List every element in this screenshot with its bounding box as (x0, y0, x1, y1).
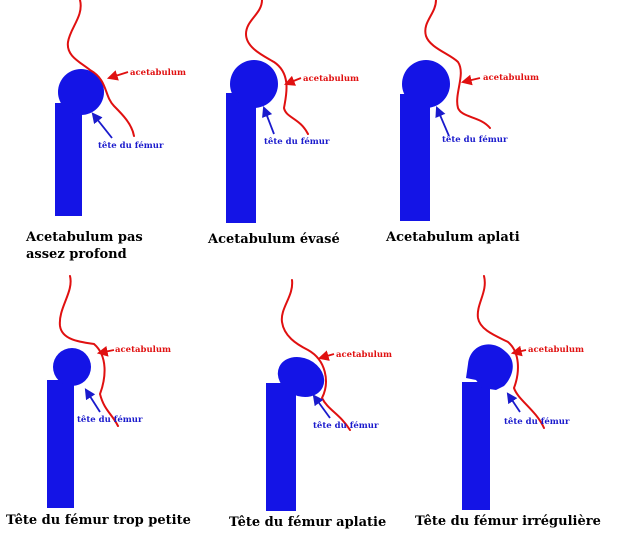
caption-panel-5: Tête du fémur aplatie (229, 514, 386, 531)
caption-line: Tête du fémur irrégulière (415, 514, 601, 529)
panel-5: acetabulum tête du fémur (266, 279, 392, 511)
caption-panel-6: Tête du fémur irrégulière (415, 513, 601, 530)
acetabulum-curve (58, 275, 119, 427)
acetabulum-pointer (106, 70, 129, 81)
acetabulum-pointer (283, 75, 302, 86)
femur-head (58, 69, 104, 115)
panel-4: acetabulum tête du fémur (47, 275, 171, 508)
acetabulum-label: acetabulum (303, 74, 359, 84)
femur-head (53, 348, 91, 386)
acetabulum-pointer (460, 74, 481, 86)
head-label: tête du fémur (313, 420, 379, 431)
femur-shaft (462, 382, 490, 510)
head-pointer (312, 394, 331, 419)
head-pointer (84, 388, 101, 413)
caption-line: Acetabulum pas (26, 230, 143, 245)
panel-1: acetabulum tête du fémur (55, 0, 186, 216)
acetabulum-curve (476, 275, 545, 429)
acetabulum-curve (244, 0, 309, 135)
head-label: tête du fémur (77, 414, 143, 425)
femur-shaft (226, 93, 256, 223)
acetabulum-curve (66, 0, 135, 137)
caption-panel-4: Tête du fémur trop petite (6, 512, 191, 529)
acetabulum-label: acetabulum (336, 350, 392, 360)
caption-line: assez profond (26, 247, 127, 262)
caption-panel-2: Acetabulum évasé (208, 231, 340, 248)
head-label: tête du fémur (504, 416, 570, 427)
femur-shaft (55, 103, 82, 216)
caption-line: Tête du fémur aplatie (229, 515, 387, 530)
femur-head (277, 357, 325, 397)
acetabulum-curve (424, 0, 491, 129)
femur-shaft (266, 383, 296, 511)
head-pointer (262, 105, 275, 135)
caption-line: Acetabulum aplati (386, 230, 520, 245)
panel-3: acetabulum tête du fémur (400, 0, 539, 221)
panel-2: acetabulum tête du fémur (226, 0, 359, 223)
head-label: tête du fémur (442, 134, 508, 145)
femur-head (402, 60, 450, 108)
caption-panel-1: Acetabulum pas assez profond (26, 229, 143, 263)
acetabulum-curve (280, 279, 351, 431)
panel-6: acetabulum tête du fémur (462, 275, 584, 510)
femur-shaft (47, 380, 74, 508)
acetabulum-label: acetabulum (115, 345, 171, 355)
head-label: tête du fémur (98, 140, 164, 151)
acetabulum-pointer (96, 346, 115, 357)
acetabulum-pointer (317, 350, 335, 361)
caption-panel-3: Acetabulum aplati (386, 229, 520, 246)
head-pointer (91, 112, 113, 139)
acetabulum-label: acetabulum (130, 68, 186, 78)
acetabulum-label: acetabulum (483, 73, 539, 83)
caption-line: Tête du fémur trop petite (6, 513, 191, 528)
acetabulum-pointer (510, 345, 527, 357)
femur-head (466, 344, 513, 390)
acetabulum-label: acetabulum (528, 345, 584, 355)
caption-line: Acetabulum évasé (208, 232, 340, 247)
head-pointer (506, 392, 521, 413)
head-label: tête du fémur (264, 136, 330, 147)
head-pointer (435, 106, 450, 137)
femur-shaft (400, 94, 430, 221)
femur-head (230, 60, 278, 108)
